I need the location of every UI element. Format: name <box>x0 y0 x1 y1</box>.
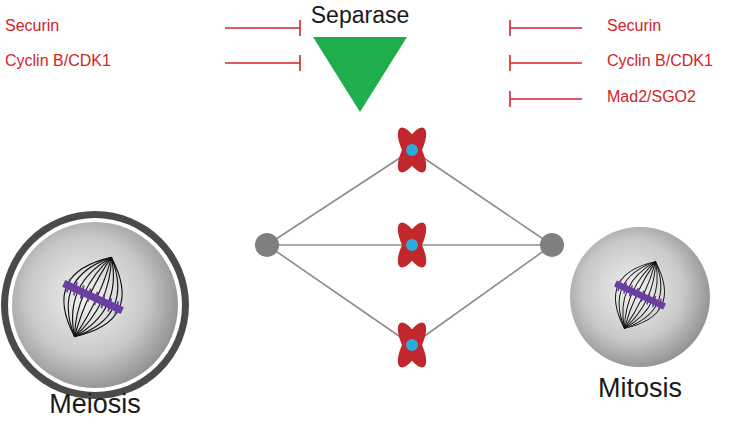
inhibitor-label: Securin <box>5 17 59 35</box>
meiosis-oocyte: Meiosis <box>0 205 190 425</box>
spindle-pole <box>540 233 564 257</box>
mitosis-cell: Mitosis <box>570 225 710 415</box>
node-label: Separase <box>300 2 420 29</box>
centromeres <box>406 144 418 351</box>
spindle-pole <box>255 233 279 257</box>
node-label: Mitosis <box>570 373 710 404</box>
separase-triangle: Separase <box>300 0 420 116</box>
inhibitor-label: Cyclin B/CDK1 <box>5 52 111 70</box>
inhibitor-label: Mad2/SGO2 <box>607 88 696 106</box>
inhibition-bars <box>225 20 582 107</box>
spindle-fibers <box>267 150 552 345</box>
inhibitor-label: Cyclin B/CDK1 <box>607 52 713 70</box>
node-label: Meiosis <box>0 389 190 420</box>
inhibitor-label: Securin <box>607 17 661 35</box>
chromosomes <box>392 124 431 372</box>
